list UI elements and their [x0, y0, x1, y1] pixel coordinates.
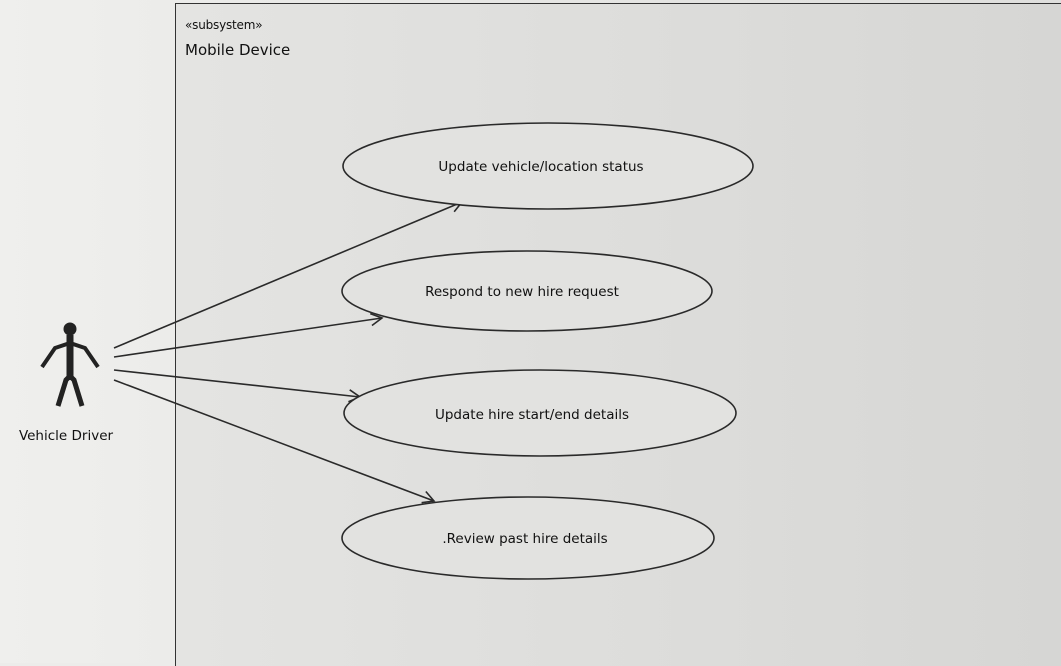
actor-label: Vehicle Driver [19, 428, 114, 444]
subsystem-stereotype: «subsystem» [185, 18, 263, 32]
use-case-1-label: Update vehicle/location status [438, 159, 643, 175]
actor-figure[interactable] [40, 322, 100, 407]
use-case-2-label: Respond to new hire request [425, 284, 619, 300]
use-case-4[interactable]: .Review past hire details [341, 496, 715, 580]
association-line-2 [113, 312, 384, 358]
association-line-4 [113, 379, 436, 504]
use-case-2[interactable]: Respond to new hire request [341, 250, 713, 332]
association-line-1 [113, 199, 464, 349]
use-case-1[interactable]: Update vehicle/location status [342, 122, 754, 210]
use-case-3[interactable]: Update hire start/end details [343, 369, 737, 457]
stick-figure-icon [40, 322, 100, 407]
use-case-3-label: Update hire start/end details [435, 407, 629, 423]
subsystem-name: Mobile Device [185, 41, 291, 59]
use-case-4-label: .Review past hire details [442, 531, 607, 547]
association-line-3 [113, 369, 362, 403]
